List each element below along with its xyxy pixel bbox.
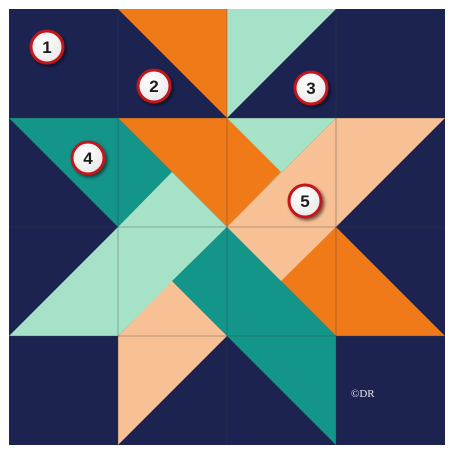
badge-5-label: 5	[300, 192, 309, 211]
badge-5: 5	[289, 185, 321, 217]
badge-3-label: 3	[306, 79, 315, 98]
quilt-block: 1 2 3 4 5 ©DR	[9, 9, 445, 445]
badge-1: 1	[31, 31, 63, 63]
badge-2: 2	[138, 70, 170, 102]
badge-2-label: 2	[149, 77, 158, 96]
badge-1-label: 1	[42, 38, 51, 57]
badge-3: 3	[295, 72, 327, 104]
badge-4: 4	[72, 142, 104, 174]
badge-4-label: 4	[83, 149, 93, 168]
copyright-mark-icon: ©DR	[351, 388, 375, 400]
